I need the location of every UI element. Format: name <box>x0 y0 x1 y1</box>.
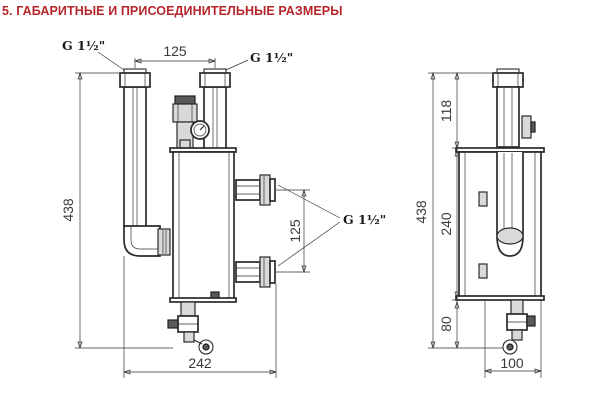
dim-pipe-spacing: 125 <box>163 43 187 59</box>
separator-body <box>169 147 237 303</box>
front-view: 125 438 125 242 G 1½" G 1½" G 1½" <box>60 38 386 378</box>
left-pipe <box>119 68 171 257</box>
dim-middle-section: 240 <box>438 212 454 236</box>
dim-bottom-section: 80 <box>438 316 454 332</box>
thread-label-side: G 1½" <box>343 212 386 227</box>
dim-top-section: 118 <box>438 100 454 123</box>
right-pipe <box>199 68 231 151</box>
thread-label-top-left: G 1½" <box>62 38 105 53</box>
section-heading: 5. ГАБАРИТНЫЕ И ПРИСОЕДИНИТЕЛЬНЫЕ РАЗМЕР… <box>2 4 343 18</box>
air-vent-and-gauge <box>172 95 210 151</box>
side-outlet-lower <box>235 256 276 288</box>
side-view: 438 118 240 80 100 <box>413 68 545 378</box>
drain-valve <box>167 301 214 355</box>
thread-label-top-right: G 1½" <box>250 50 293 65</box>
dim-side-width: 100 <box>500 355 524 371</box>
dim-side-height: 438 <box>413 200 429 224</box>
dim-overall-height: 438 <box>60 198 76 222</box>
side-outlet-upper <box>235 174 276 206</box>
dim-side-spacing: 125 <box>287 219 303 243</box>
front-dimension-lines <box>75 51 341 378</box>
side-dimension-lines <box>428 71 543 378</box>
dim-overall-width: 242 <box>188 355 212 371</box>
